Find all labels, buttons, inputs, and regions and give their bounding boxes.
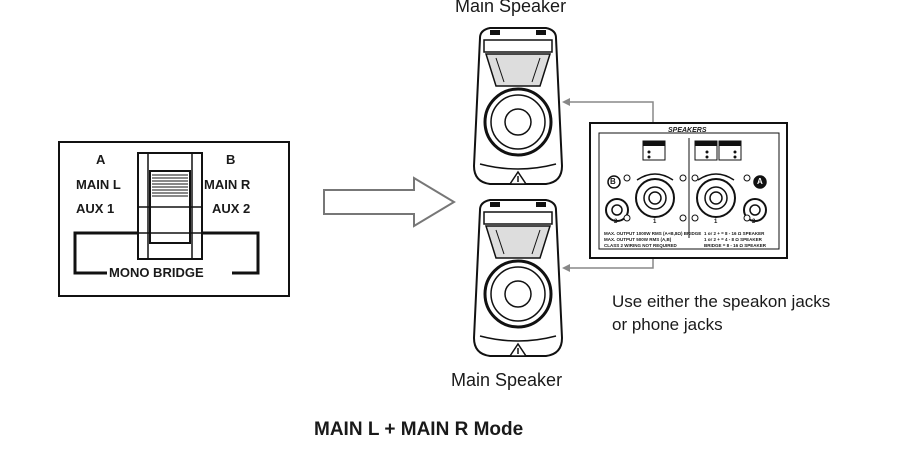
jack-note-line-1: Use either the speakon jacks [612, 292, 831, 311]
phone-jack-left [605, 198, 629, 222]
mode-selector-panel [58, 141, 290, 297]
panel-spec-3: CLASS 2 WIRING NOT REQUIRED [604, 243, 677, 248]
top-main-speaker [472, 27, 564, 185]
speakon-jack-right [696, 173, 736, 218]
main-r-label: MAIN R [204, 177, 251, 192]
bottom-speaker-label: Main Speaker [451, 370, 563, 390]
left-speakon-number: 1 [653, 219, 657, 225]
aux-2-label: AUX 2 [212, 201, 251, 216]
horn [484, 225, 552, 259]
col-b-label: B [226, 152, 236, 167]
bridge-bracket [73, 231, 260, 275]
right-phone-number: 2 [752, 219, 756, 225]
jack-b-letter: B [610, 177, 616, 186]
amplifier-rear-panel [589, 122, 788, 259]
jack-a-letter: A [757, 177, 763, 186]
speakon-jack-left [635, 173, 675, 218]
mono-bridge-label: MONO BRIDGE [109, 265, 204, 280]
bottom-main-speaker [472, 199, 564, 357]
top-speaker-label: Main Speaker [455, 0, 567, 16]
left-phone-number: 2 [614, 219, 618, 225]
panel-spec-4: 1 or 2 + = 8 - 16 Ω SPEAKER [704, 231, 765, 236]
main-l-label: MAIN L [76, 177, 121, 192]
panel-spec-1: MAX. OUTPUT 1000W RMS (A+B,8Ω) BRIDGE [604, 231, 702, 236]
jack-note-line-2: or phone jacks [612, 315, 723, 334]
phone-jack-right [743, 198, 767, 222]
col-a-label: A [96, 152, 106, 167]
panel-spec-5: 1 or 2 + = 4 - 8 Ω SPEAKER [704, 237, 762, 242]
panel-title: SPEAKERS [668, 127, 707, 134]
flow-arrow-icon [323, 176, 456, 228]
horn [484, 53, 552, 87]
aux-1-label: AUX 1 [76, 201, 115, 216]
jack-a-badge [753, 175, 767, 189]
jack-b-badge [607, 175, 621, 189]
mode-caption: MAIN L + MAIN R Mode [314, 419, 524, 440]
panel-spec-6: BRIDGE = 8 - 16 Ω SPEAKER [704, 243, 767, 248]
right-speakon-number: 1 [714, 219, 718, 225]
selector-switch[interactable] [58, 141, 290, 297]
panel-spec-2: MAX. OUTPUT 500W RMS (A,B) [604, 237, 672, 242]
